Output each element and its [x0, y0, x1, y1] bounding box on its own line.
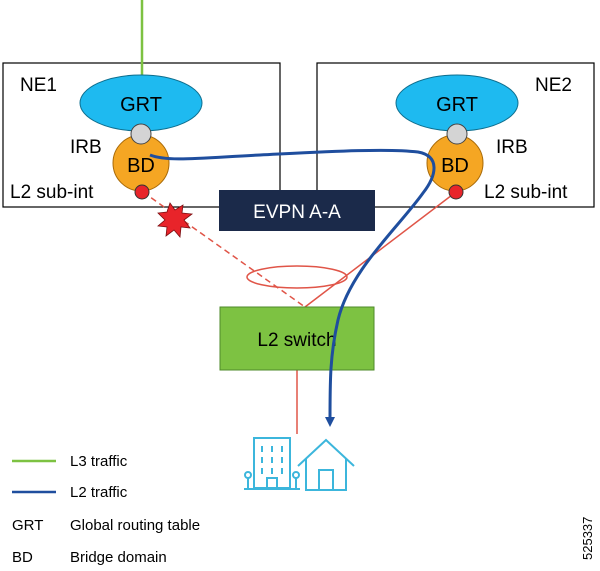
irb1-circle: [130, 123, 152, 145]
evpn-box: [219, 190, 375, 231]
subint2-circle: [448, 184, 464, 200]
legend-l3-label: L3 traffic: [70, 453, 128, 470]
ne2-label: NE2: [535, 75, 572, 96]
bd1-label: BD: [127, 155, 155, 177]
building-icon: [244, 437, 300, 490]
legend-grt-abbr: GRT: [12, 517, 43, 534]
figure-id: 525337: [580, 517, 595, 560]
grt2-label: GRT: [436, 94, 478, 116]
irb2-circle: [446, 123, 468, 145]
bundle-ellipse: [246, 265, 348, 289]
irb1-label: IRB: [70, 137, 102, 158]
grt1-label: GRT: [120, 94, 162, 116]
irb2-label: IRB: [496, 137, 528, 158]
ne1-label: NE1: [20, 75, 57, 96]
l2-traffic-path: [149, 148, 436, 427]
legend-grt-desc: Global routing table: [70, 517, 200, 534]
legend-l2-label: L2 traffic: [70, 484, 128, 501]
bd2-label: BD: [441, 155, 469, 177]
link-ne2: [304, 191, 457, 308]
evpn-label: EVPN A-A: [253, 202, 341, 223]
subint2-label: L2 sub-int: [484, 182, 568, 203]
subint1-label: L2 sub-int: [10, 182, 94, 203]
l2-switch-label: L2 switch: [257, 330, 336, 351]
subint1-circle: [134, 184, 150, 200]
legend-bd-desc: Bridge domain: [70, 549, 167, 566]
home-icon: [297, 438, 355, 491]
legend-bd-abbr: BD: [12, 549, 33, 566]
l2-switch-box: [219, 306, 375, 371]
failure-burst-icon: [157, 202, 194, 238]
